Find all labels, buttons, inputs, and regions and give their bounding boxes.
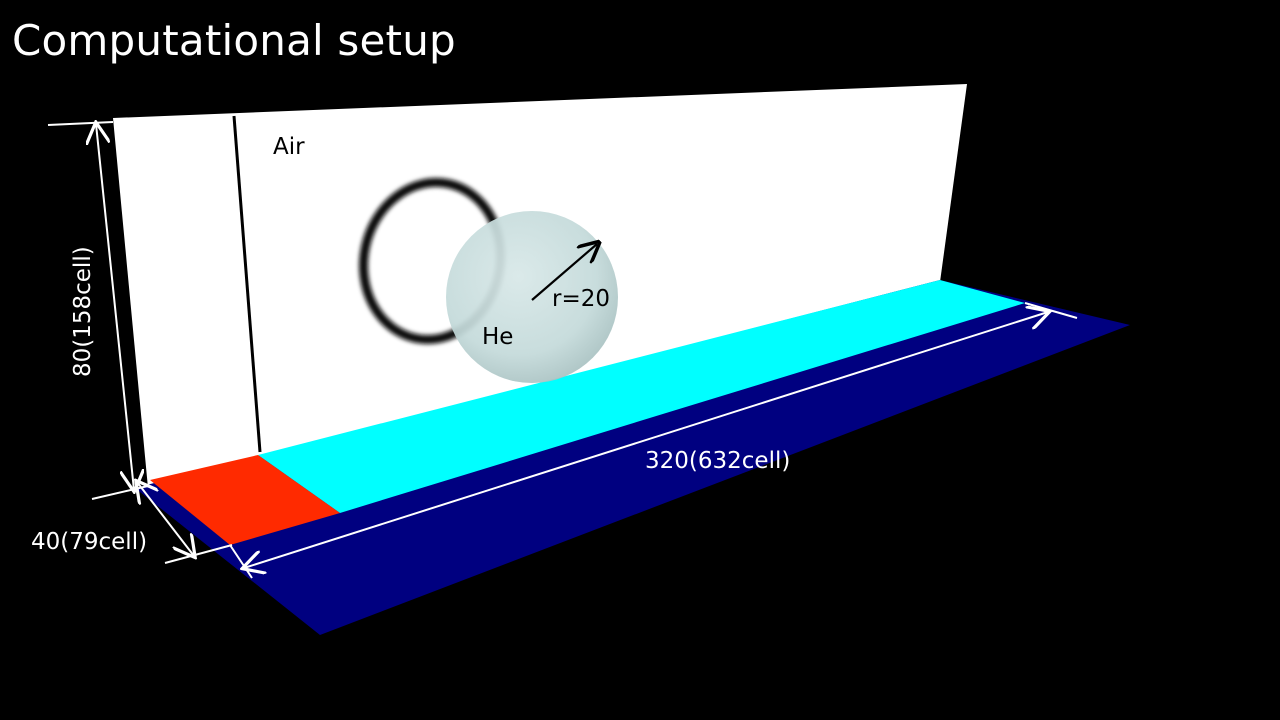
depth-label: 40(79cell) bbox=[31, 529, 147, 555]
height-tick-top bbox=[47, 121, 114, 126]
air-label: Air bbox=[273, 134, 305, 160]
radius-arrow bbox=[531, 244, 597, 301]
helium-label: He bbox=[482, 324, 513, 350]
height-label: 80(158cell) bbox=[70, 246, 96, 377]
radius-label: r=20 bbox=[552, 286, 610, 312]
depth-dimension-line bbox=[137, 482, 194, 556]
slide-title: Computational setup bbox=[12, 16, 456, 65]
length-dimension-line bbox=[244, 312, 1048, 568]
length-label: 320(632cell) bbox=[645, 448, 790, 474]
height-tick-bottom bbox=[91, 485, 149, 500]
height-dimension-line bbox=[96, 124, 134, 490]
